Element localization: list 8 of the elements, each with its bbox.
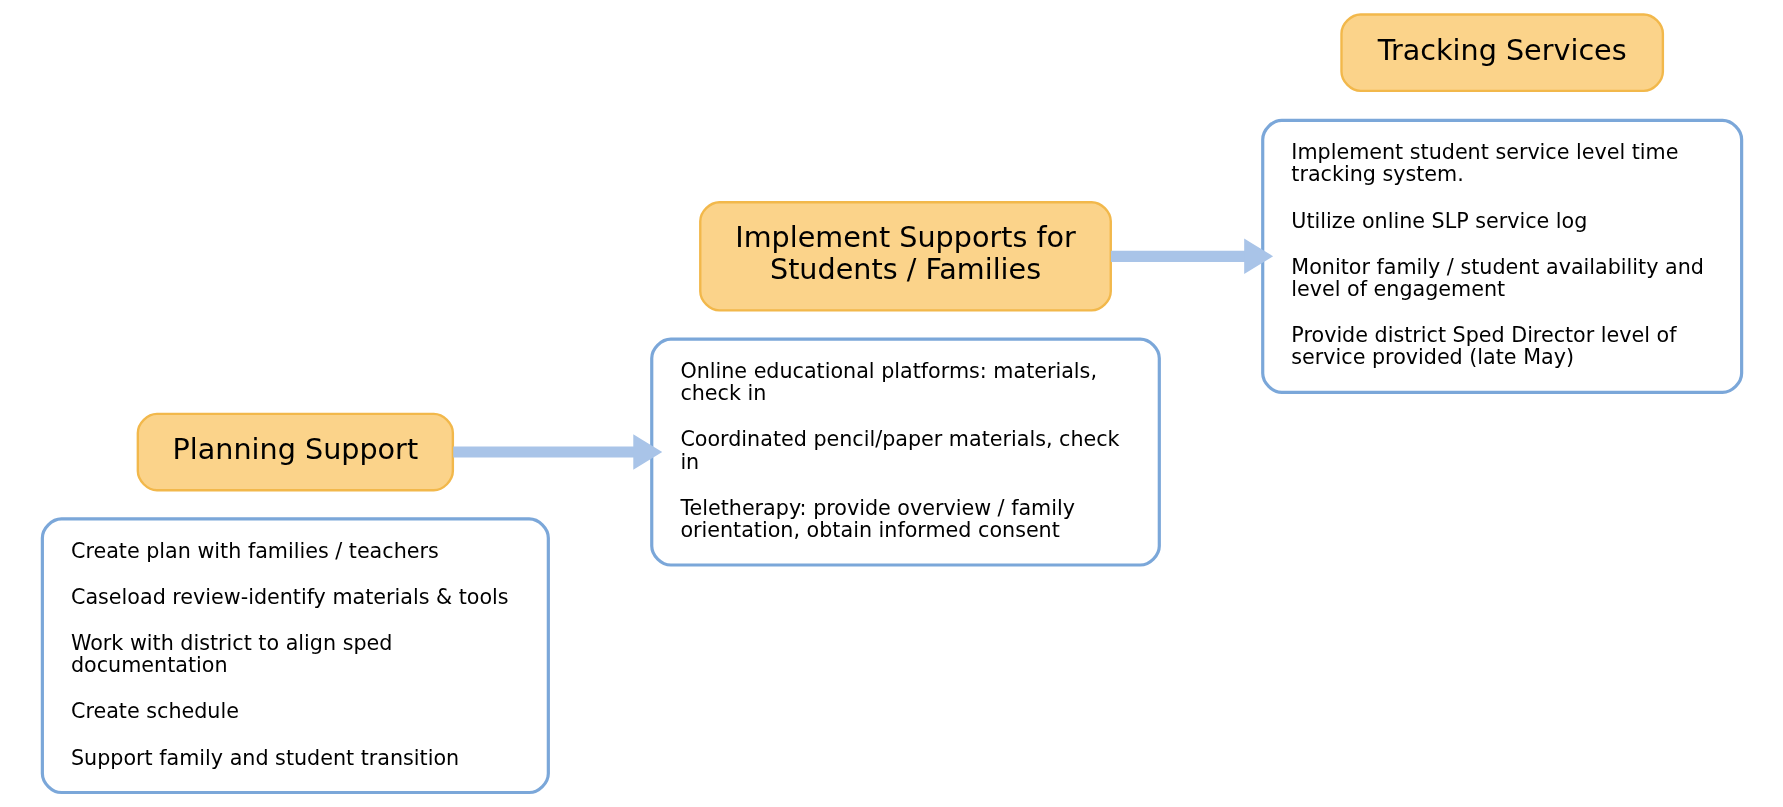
node-box: Planning Support	[136, 412, 454, 492]
node-box: Create plan with families / teachers Caseload review-identify materials & tools Work with district to align sped documentation Create schedule Support family and student transition	[40, 517, 550, 795]
node-box: Implement Supports for Students / Families	[698, 201, 1112, 312]
node-box: Online educational platforms: materials, check in Coordinated pencil/paper materials, check in Teletherapy: provide overview / family orientation, obtain informed consent	[649, 337, 1161, 567]
arrow	[452, 434, 662, 470]
arrow	[1110, 238, 1273, 275]
node-box: Implement student service level time tracking system. Utilize online SLP service log Monitor family / student availability and level of engagement Provide district Sped Director level of service provided (late May)	[1260, 118, 1743, 394]
node-box: Tracking Services	[1339, 13, 1664, 93]
